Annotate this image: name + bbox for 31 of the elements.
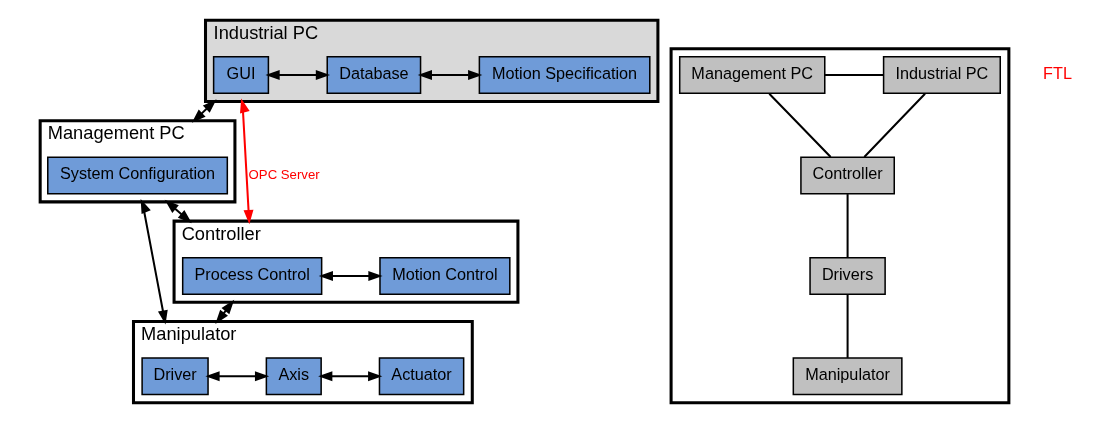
node-box: Axis	[265, 357, 322, 396]
arrow	[205, 371, 270, 382]
arrow	[240, 98, 254, 225]
connector	[768, 92, 832, 158]
connector	[846, 194, 849, 258]
node-box: Drivers	[809, 256, 886, 295]
connector	[846, 294, 849, 358]
arrow	[265, 70, 331, 81]
node-box: System Configuration	[47, 156, 229, 195]
edge-label: OPC Server	[248, 166, 320, 182]
node-box: Process Control	[181, 256, 323, 295]
label: FTL	[1043, 63, 1072, 82]
node-box: Motion Control	[379, 256, 511, 295]
arrow	[417, 70, 483, 81]
node-box: Motion Specification	[478, 56, 651, 95]
cluster	[669, 47, 1011, 405]
node-box: Database	[326, 56, 422, 95]
node-box: Actuator	[378, 357, 465, 396]
node-box: Industrial PC	[882, 56, 1001, 95]
arrow	[164, 199, 192, 224]
node-box: GUI	[212, 56, 270, 95]
node-box: Driver	[141, 357, 209, 396]
arrow	[318, 270, 383, 281]
arrow	[140, 199, 168, 325]
arrow	[191, 99, 217, 123]
node-box: Management PC	[678, 56, 826, 95]
connector	[824, 74, 884, 77]
node-box: Manipulator	[792, 357, 903, 396]
connector	[863, 92, 926, 158]
arrow	[318, 371, 383, 382]
node-box: Controller	[800, 156, 895, 195]
